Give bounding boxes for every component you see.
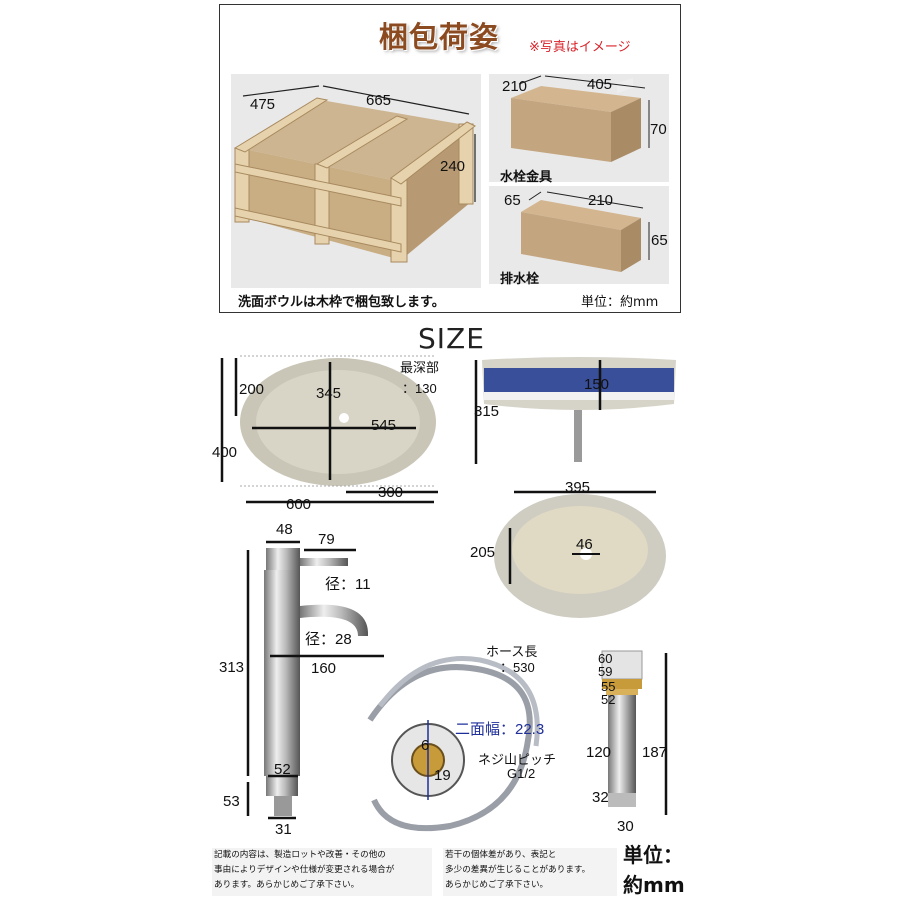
drain-187-label: 187	[642, 744, 668, 761]
bowl-height-315-label: 315	[474, 403, 500, 420]
drain-drawing	[601, 650, 668, 815]
hose-19-label: 19	[434, 767, 451, 784]
packaging-image-note: ※写真はイメージ	[529, 40, 631, 55]
bowl-300-label: 300	[378, 484, 404, 501]
bowl-inner-view	[480, 480, 666, 620]
bowl-top-illustration	[220, 355, 438, 504]
bowl-600-label: 600	[286, 496, 312, 513]
crate-photo	[231, 74, 481, 288]
bowl-side-illustration	[474, 357, 676, 464]
packaging-caption: 洗面ボウルは木枠で梱包致します。	[238, 295, 445, 310]
bowl-top-view	[216, 352, 460, 510]
note-left-line: 記載の内容は、製造ロットや改善・その他の	[214, 850, 386, 860]
bowl-depth-200-label: 200	[239, 381, 265, 398]
drain-box-depth-label: 65	[504, 192, 521, 209]
drain-60-label: 60	[598, 651, 613, 666]
thread-pitch-label: ネジ山ピッチ	[478, 752, 557, 767]
drain-box-label: 排水栓	[500, 272, 540, 287]
faucet-313-label: 313	[219, 659, 245, 676]
faucet-illustration	[220, 520, 390, 840]
packaging-unit: 単位：約mm	[581, 295, 659, 310]
hose-length-value: ：530	[500, 660, 535, 675]
bowl-inner-205-label: 205	[470, 544, 496, 561]
drain-hole-46-label: 46	[576, 536, 593, 553]
drain-55-label: 55	[601, 679, 616, 694]
bottom-unit-line1: 単位：	[623, 843, 683, 867]
hose-drawing	[367, 656, 540, 832]
bowl-545-label: 545	[371, 417, 397, 434]
faucet-31-label: 31	[275, 821, 292, 838]
note-right-line: 若干の個体差があり、表記と	[445, 850, 557, 860]
faucet-box-width-label: 405	[587, 76, 613, 93]
crate-depth-label: 475	[250, 96, 276, 113]
size-title: SIZE	[418, 322, 485, 355]
faucet-48-label: 48	[276, 521, 293, 538]
note-left-line: あります。あらかじめご了承下さい。	[214, 880, 360, 890]
bowl-rim-150-label: 150	[584, 376, 610, 393]
drain-box-height-label: 65	[651, 232, 668, 249]
thread-pitch-value: G1/2	[507, 766, 536, 781]
note-left-line: 事由によりデザインや仕様が変更される場合が	[214, 865, 395, 875]
faucet-box-label: 水栓金具	[500, 170, 553, 185]
drain-box-photo	[489, 186, 669, 284]
deepest-point-value: ：130	[402, 381, 437, 396]
bowl-side-view	[470, 352, 686, 470]
faucet-53-label: 53	[223, 793, 240, 810]
faucet-dia11-label: 径：11	[325, 576, 371, 593]
packaging-title: 梱包荷姿	[379, 20, 500, 54]
bowl-345-label: 345	[316, 385, 342, 402]
faucet-79-label: 79	[318, 531, 335, 548]
drain-32-label: 32	[592, 789, 609, 806]
bottom-unit-line2: 約mm	[623, 873, 685, 897]
faucet-dia28-label: 径：28	[305, 631, 352, 648]
drain-52-label: 52	[601, 692, 616, 707]
notes-left: 記載の内容は、製造ロットや改善・その他の 事由によりデザインや仕様が変更される場…	[212, 848, 432, 896]
drain-59-label: 59	[598, 664, 613, 679]
faucet-box-depth-label: 210	[502, 78, 528, 95]
bowl-inner-395-label: 395	[565, 479, 591, 496]
note-right-line: 多少の差異が生じることがあります。	[445, 865, 591, 875]
faucet-box-illustration	[511, 75, 650, 162]
crate-height-label: 240	[440, 158, 466, 175]
bowl-inner-illustration	[494, 490, 666, 618]
drain-box-width-label: 210	[588, 192, 614, 209]
drain-120-label: 120	[586, 744, 612, 761]
notes-right: 若干の個体差があり、表記と 多少の差異が生じることがあります。 あらかじめご了承…	[443, 848, 617, 896]
flat-width-label: 二面幅：22.3	[455, 721, 545, 738]
hose-illustration	[350, 640, 565, 840]
drain-illustration	[590, 645, 680, 825]
bowl-400-label: 400	[212, 444, 238, 461]
wooden-crate-illustration	[233, 85, 476, 263]
crate-width-label: 665	[366, 92, 392, 109]
faucet-box-photo	[489, 74, 669, 182]
deepest-point-label: 最深部	[400, 360, 440, 375]
drain-box-illustration	[521, 191, 650, 272]
faucet-52-label: 52	[274, 761, 291, 778]
faucet-160-label: 160	[311, 660, 337, 677]
bottom-unit: 単位： 約mm	[623, 840, 685, 900]
hose-length-label: ホース長	[486, 644, 538, 659]
faucet-drawing	[246, 540, 384, 820]
hose-6-label: 6	[421, 737, 430, 754]
note-right-line: あらかじめご了承下さい。	[445, 880, 549, 890]
drain-30-label: 30	[617, 818, 634, 835]
faucet-box-height-label: 70	[650, 121, 667, 138]
